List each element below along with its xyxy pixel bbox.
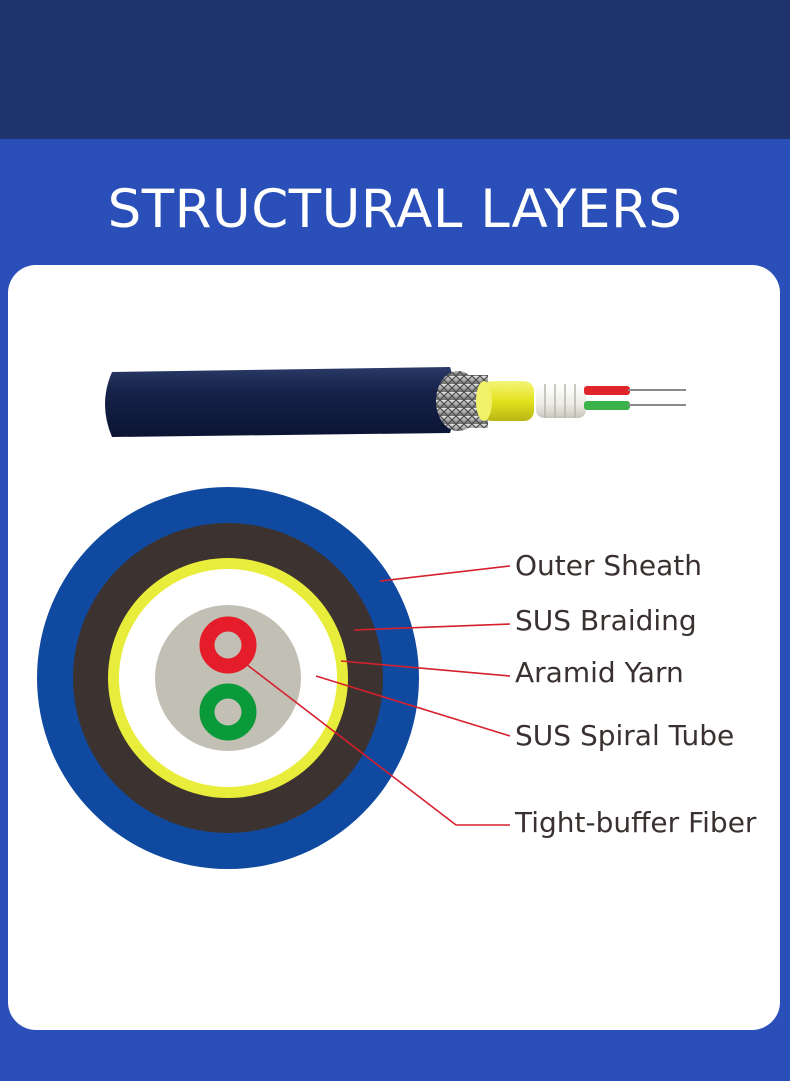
red-fiber-side xyxy=(584,386,630,395)
leader-outer-sheath xyxy=(379,565,511,582)
leader-sus-spiral-tube xyxy=(315,675,511,737)
leader-aramid-yarn xyxy=(340,660,511,677)
cable-side-view xyxy=(105,367,686,437)
cable-cross-section xyxy=(37,487,419,869)
fiber-bundle xyxy=(155,605,301,751)
aramid-yarn-side xyxy=(482,381,534,421)
label-sus-spiral-tube: SUS Spiral Tube xyxy=(515,719,735,752)
header-band xyxy=(0,0,790,139)
label-outer-sheath: Outer Sheath xyxy=(515,549,703,582)
green-fiber-side xyxy=(584,401,630,410)
page-title: STRUCTURAL LAYERS xyxy=(107,179,683,240)
red-fiber-core xyxy=(199,616,257,674)
label-aramid-yarn: Aramid Yarn xyxy=(515,656,684,689)
leader-sus-braiding xyxy=(353,623,511,631)
leader-lines xyxy=(245,565,511,826)
leader-tight-buffer-fiber xyxy=(245,663,510,826)
spiral-tube-side xyxy=(536,384,586,418)
label-tight-buffer-fiber: Tight-buffer Fiber xyxy=(515,806,757,839)
green-fiber-core xyxy=(199,683,257,741)
outer-jacket-side xyxy=(105,367,456,437)
label-sus-braiding: SUS Braiding xyxy=(515,604,697,637)
